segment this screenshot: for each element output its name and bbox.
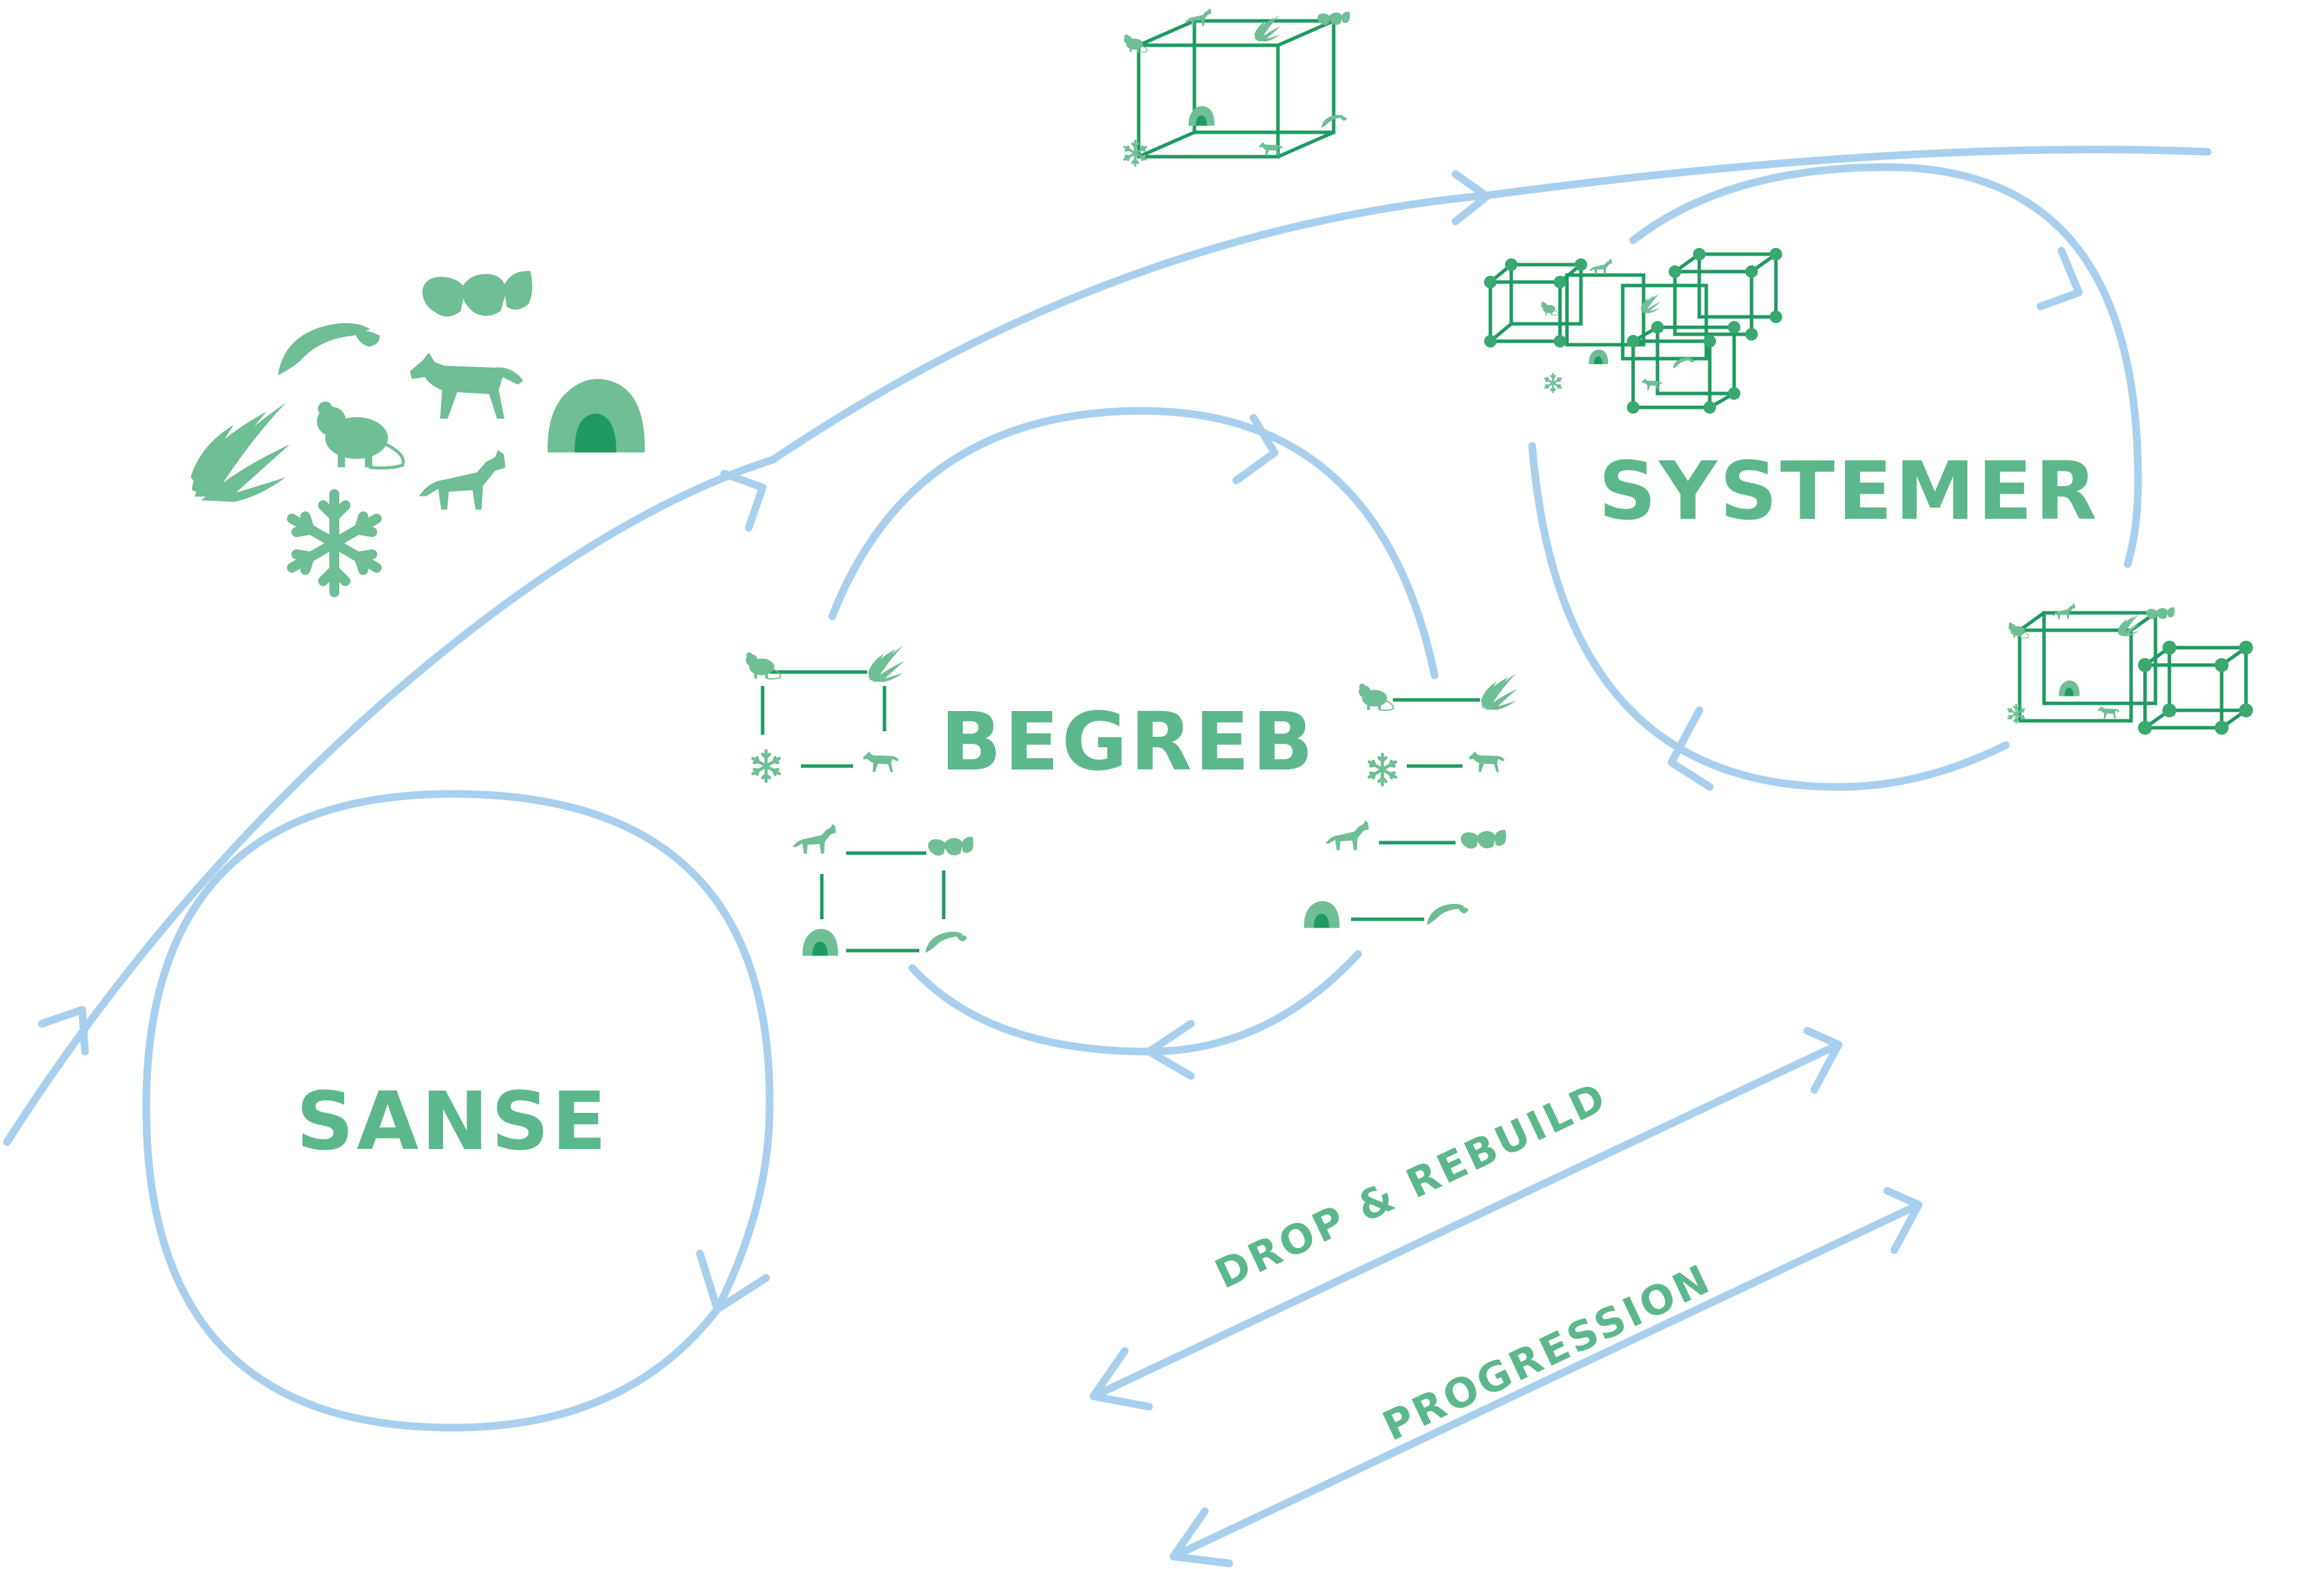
systemer-circle-lower [1528,442,2010,791]
sanse-arrowhead [696,1249,770,1313]
begreb-arrowhead-top [1232,414,1279,485]
sanse-label: SANSE [296,1075,609,1169]
begreb-right-concepts [1304,673,1518,928]
grass-icon [190,403,290,502]
drop-rebuild-label: DROP & REBUILD [1208,1072,1614,1298]
cave-icon [547,379,645,453]
cube-network-top [1123,8,1350,167]
drop-rebuild-arrowhead-left [1089,1347,1153,1411]
icon-cluster [190,271,645,593]
systemer-arrowhead-top [2036,247,2083,311]
main-progression-arc [3,146,2212,1146]
wolf-icon [410,352,524,419]
progression-label: PROGRESSION [1375,1255,1719,1451]
crow-icon [278,322,380,375]
cube-network-right [2007,603,2253,735]
rat-icon [317,402,403,469]
drop-rebuild-arrow-line [1089,1040,1843,1400]
begreb-circle-upper [828,407,1439,680]
main-arc-arrowhead-2 [720,469,767,532]
main-arc-arrowhead-3 [1451,170,1491,226]
begreb-circle-lower [908,950,1362,1056]
systemer-label: SYSTEMER [1598,445,2099,538]
snowflake-icon [292,494,377,593]
sanse-circle [142,790,774,1432]
systemer-circle-upper [1629,163,2142,568]
progression-arrowhead-left [1169,1507,1233,1568]
arrow-paths [3,146,2212,1568]
progression-arrowhead-right [1883,1187,1923,1254]
cave-icon [1188,106,1215,126]
fox-icon [419,450,506,510]
systemer-arrowhead-bottom [1667,706,1714,791]
bird-heads-icon [422,271,533,317]
drop-rebuild-arrowhead-right [1803,1027,1843,1094]
cube-network-systemer [1484,248,1782,414]
grass-icon [1254,15,1281,42]
main-arc-arrowhead-1 [38,1006,89,1056]
bird-heads-icon [1317,11,1350,25]
progression-arrow-line [1169,1201,1923,1561]
begreb-label: BEGREB [940,696,1316,789]
begreb-left-concepts [745,646,974,956]
begreb-arrowhead-bottom [1145,1020,1195,1080]
